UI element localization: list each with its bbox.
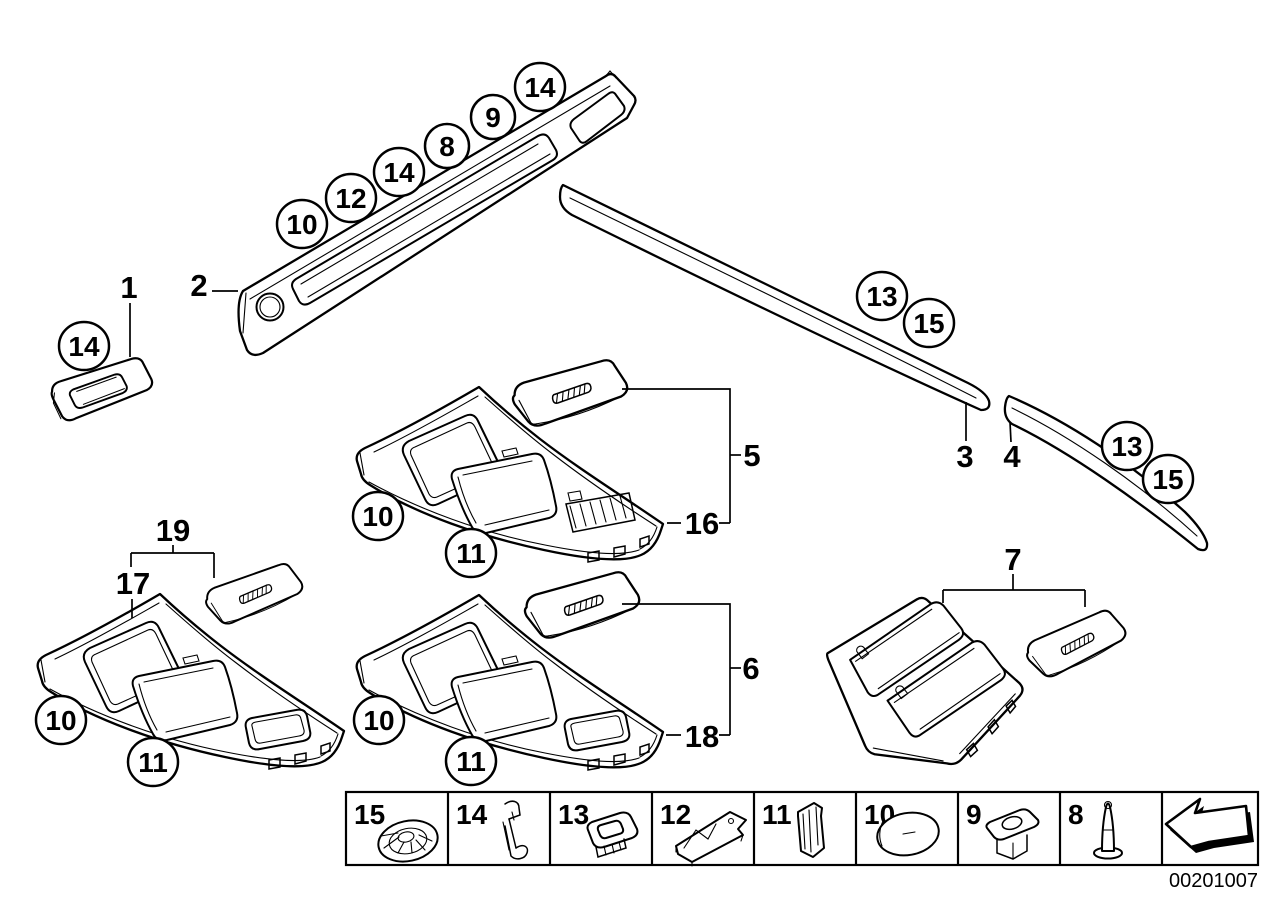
legend-cell-8[interactable]: 8 xyxy=(1068,799,1123,860)
ashtray-lid-rear xyxy=(1020,604,1132,684)
svg-text:14: 14 xyxy=(68,331,100,362)
expansion-rivet-icon xyxy=(1093,800,1123,860)
svg-text:13: 13 xyxy=(866,281,897,312)
svg-text:11: 11 xyxy=(456,538,486,569)
center-console-trim xyxy=(355,385,665,564)
legend-cell-13[interactable]: 13 xyxy=(558,799,639,858)
svg-text:12: 12 xyxy=(660,799,691,830)
fastener-legend-strip: 15 14 13 xyxy=(344,790,1260,867)
callout-dash-14b[interactable]: 14 xyxy=(513,61,567,113)
rear-console-panel xyxy=(825,596,1024,766)
callout-strip4-15[interactable]: 15 xyxy=(1141,453,1195,505)
legend-cell-14[interactable]: 14 xyxy=(456,799,529,860)
legend-border xyxy=(344,790,1260,867)
legend-cell-10[interactable]: 10 xyxy=(864,799,942,860)
svg-text:14: 14 xyxy=(383,157,415,188)
callout-consoleB-10[interactable]: 10 xyxy=(352,694,406,746)
doc-number: 00201007 xyxy=(1169,870,1258,892)
callout-dash-9[interactable]: 9 xyxy=(469,93,517,141)
part-label-1[interactable]: 1 xyxy=(120,270,137,305)
part-label-19[interactable]: 19 xyxy=(156,513,190,548)
retainer-bracket-icon xyxy=(675,811,747,867)
part-label-16[interactable]: 16 xyxy=(685,506,719,541)
dashboard-trim-strip xyxy=(237,70,637,357)
legend-cell-12[interactable]: 12 xyxy=(660,799,747,867)
ashtray-lid-lower xyxy=(519,567,645,644)
svg-text:10: 10 xyxy=(286,209,317,240)
svg-text:11: 11 xyxy=(138,747,168,778)
svg-text:12: 12 xyxy=(335,183,366,214)
callout-dash-14[interactable]: 14 xyxy=(372,146,426,198)
callout-consoleA-11[interactable]: 11 xyxy=(444,527,498,579)
legend-cell-9[interactable]: 9 xyxy=(966,799,1040,860)
ashtray-lid-center xyxy=(507,355,633,432)
left-console-trim xyxy=(36,592,346,771)
door-trim-strip-front xyxy=(558,183,991,412)
svg-text:13: 13 xyxy=(1111,431,1142,462)
oval-cover-cap-icon xyxy=(876,811,940,857)
svg-text:11: 11 xyxy=(456,746,486,777)
svg-text:14: 14 xyxy=(524,72,556,103)
speed-nut-washer-icon xyxy=(377,819,439,863)
svg-text:10: 10 xyxy=(45,705,76,736)
part-label-4[interactable]: 4 xyxy=(1003,439,1021,474)
callout-dash-8[interactable]: 8 xyxy=(423,122,471,170)
svg-text:9: 9 xyxy=(485,102,501,133)
callout-dash-12[interactable]: 12 xyxy=(324,172,378,224)
svg-text:11: 11 xyxy=(762,799,792,830)
part-label-7[interactable]: 7 xyxy=(1004,542,1021,577)
svg-text:14: 14 xyxy=(456,799,488,830)
leader-lines xyxy=(129,290,1086,736)
callout-side-14[interactable]: 14 xyxy=(57,320,111,372)
part-label-2[interactable]: 2 xyxy=(190,268,207,303)
edge-clip-icon xyxy=(797,802,825,858)
part-label-18[interactable]: 18 xyxy=(685,719,719,754)
svg-text:8: 8 xyxy=(439,131,455,162)
callout-consoleA-10[interactable]: 10 xyxy=(351,490,405,542)
callout-strip4-13[interactable]: 13 xyxy=(1100,420,1154,472)
callout-dash-10[interactable]: 10 xyxy=(275,198,329,250)
callout-consoleB-11[interactable]: 11 xyxy=(444,735,498,787)
svg-text:8: 8 xyxy=(1068,799,1084,830)
part-label-3[interactable]: 3 xyxy=(956,439,973,474)
part-label-5[interactable]: 5 xyxy=(743,438,760,473)
captive-nut-icon xyxy=(985,808,1040,860)
callout-strip3-15[interactable]: 15 xyxy=(902,297,956,349)
callout-consoleC-10[interactable]: 10 xyxy=(34,694,88,746)
legend-cell-11[interactable]: 11 xyxy=(762,799,825,858)
svg-text:10: 10 xyxy=(362,501,393,532)
expanding-grommet-icon xyxy=(586,811,639,858)
part-label-6[interactable]: 6 xyxy=(742,651,759,686)
part-label-17[interactable]: 17 xyxy=(116,566,150,601)
spring-clip-icon xyxy=(502,800,529,860)
callout-strip3-13[interactable]: 13 xyxy=(855,270,909,322)
svg-text:15: 15 xyxy=(913,308,944,339)
ashtray-lid-left xyxy=(200,559,308,630)
svg-text:15: 15 xyxy=(354,799,385,830)
side-trim-piece xyxy=(50,357,154,422)
lower-console-trim xyxy=(355,593,665,772)
svg-text:10: 10 xyxy=(363,705,394,736)
svg-text:9: 9 xyxy=(966,799,982,830)
svg-text:13: 13 xyxy=(558,799,589,830)
svg-text:15: 15 xyxy=(1152,464,1183,495)
back-arrow-icon[interactable] xyxy=(1164,797,1254,853)
legend-cell-15[interactable]: 15 xyxy=(354,799,442,867)
callout-consoleC-11[interactable]: 11 xyxy=(126,736,180,788)
switch-panel-hatch xyxy=(565,490,636,533)
